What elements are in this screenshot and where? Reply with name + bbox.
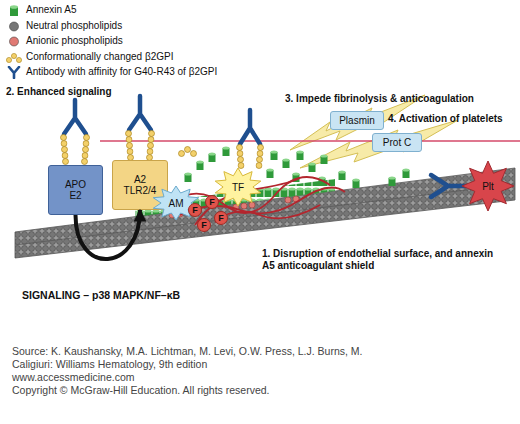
legend-text: Neutral phospholipids bbox=[26, 20, 122, 31]
node-label: Plt bbox=[482, 181, 494, 192]
legend-text: Annexin A5 bbox=[26, 4, 77, 15]
node-label: F bbox=[209, 197, 215, 208]
legend-text: Antibody with affinity for G40-R43 of β2… bbox=[26, 66, 217, 77]
legend-row: Conformationally changed β2GPI bbox=[6, 51, 174, 64]
enzyme-box: Plasmin bbox=[330, 111, 384, 130]
burst-shape bbox=[215, 168, 261, 206]
source-note: Source: K. Kaushansky, M.A. Lichtman, M.… bbox=[12, 345, 397, 371]
edge-label: SIGNALING – p38 MAPK/NF–κB bbox=[22, 289, 180, 301]
starburst: TF bbox=[214, 168, 262, 206]
star-shape bbox=[462, 161, 514, 211]
node-label: AM bbox=[169, 198, 184, 209]
platelet-star: Plt bbox=[462, 161, 514, 211]
legend-row: Anionic phospholipids bbox=[6, 35, 123, 48]
legend-row: Neutral phospholipids bbox=[6, 20, 122, 33]
receptor-box: APO E2 bbox=[48, 165, 103, 215]
node-label: TF bbox=[232, 182, 244, 193]
enzyme-box: Prot C bbox=[372, 133, 422, 152]
fibrin bbox=[175, 177, 345, 225]
antibody-icon bbox=[9, 67, 19, 78]
factor-circle: F bbox=[197, 218, 211, 232]
legend-swatch bbox=[6, 20, 22, 33]
node-label: F bbox=[218, 213, 224, 224]
legend-swatch bbox=[6, 4, 22, 17]
node-label: F bbox=[201, 220, 207, 231]
node-label: F bbox=[192, 205, 198, 216]
factor-circle: F bbox=[188, 203, 202, 217]
node-label: Plasmin bbox=[339, 115, 375, 126]
boundary-line bbox=[100, 140, 520, 142]
circle-shape bbox=[206, 196, 219, 209]
step-label: 4. Activation of platelets bbox=[388, 113, 520, 125]
legend-text: Conformationally changed β2GPI bbox=[26, 51, 174, 62]
legend-swatch bbox=[6, 35, 22, 48]
signaling-arrow bbox=[76, 210, 141, 259]
bead bbox=[6, 57, 11, 62]
circle-shape bbox=[198, 219, 211, 232]
cylinder-top bbox=[10, 5, 18, 9]
step-label: 1. Disruption of endothelial surface, an… bbox=[262, 248, 494, 272]
legend-row: Antibody with affinity for G40-R43 of β2… bbox=[6, 66, 217, 79]
factor-circle: F bbox=[205, 195, 219, 209]
lipid-dot bbox=[10, 22, 19, 31]
lipid-dot bbox=[10, 37, 19, 46]
factor-circle: F bbox=[214, 211, 228, 225]
legend-row: Annexin A5 bbox=[6, 4, 77, 17]
legend-text: Anionic phospholipids bbox=[26, 35, 123, 46]
bead bbox=[16, 57, 21, 62]
legend-swatch bbox=[6, 66, 22, 79]
bead bbox=[11, 53, 16, 58]
copyright-note: Copyright © McGraw-Hill Education. All r… bbox=[12, 384, 412, 397]
circle-shape bbox=[189, 204, 202, 217]
step-label: 3. Impede fibrinolysis & anticoagulation bbox=[285, 93, 520, 105]
circle-shape bbox=[215, 212, 228, 225]
node-label: A2 TLR2/4 bbox=[120, 174, 160, 196]
node-label: Prot C bbox=[383, 137, 411, 148]
legend-swatch bbox=[6, 51, 22, 64]
step-label: 2. Enhanced signaling bbox=[6, 86, 156, 98]
node-label: APO E2 bbox=[61, 179, 91, 201]
source-note: www.accessmedicine.com bbox=[12, 371, 397, 384]
